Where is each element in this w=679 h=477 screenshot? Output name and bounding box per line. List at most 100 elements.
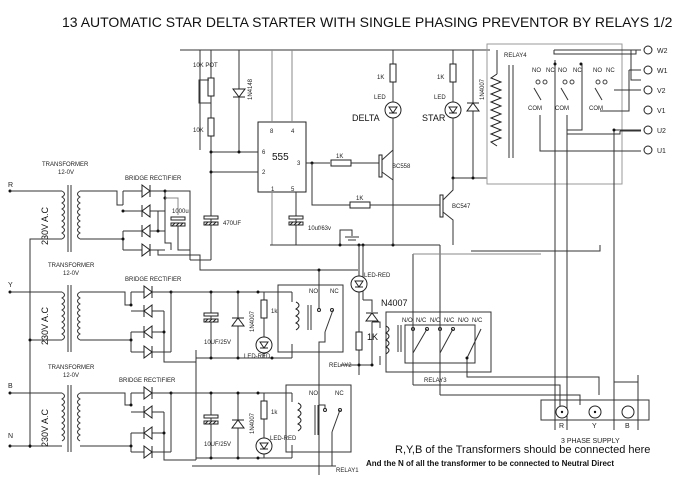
bridge-r-diode-4 [141, 243, 151, 257]
pot-label: 10K POT [193, 63, 218, 69]
relay4-com-2: COM [555, 106, 569, 112]
filter-cap-b-label: 10UF/25V [204, 442, 231, 448]
relay3-contact-no-1: N/O [402, 318, 413, 324]
bridge-b-diode-3 [143, 426, 153, 440]
motor-terminals: W2 W1 V2 V1 U2 U1 [643, 45, 668, 155]
transformer-r-rating: 12-0V [58, 170, 74, 176]
relay1-nc-label: NC [335, 391, 344, 397]
relay4-no-2: NO [558, 68, 567, 74]
three-phase-supply: R Y B 3 PHASE SUPPLY [540, 375, 650, 445]
transformer-y-label: TRANSFORMER [48, 263, 95, 269]
star-led-label: LED [434, 95, 446, 101]
ic-pin-1: 1 [271, 187, 275, 193]
delta-label: DELTA [352, 113, 380, 123]
led-b-label: LED-RED [270, 436, 297, 442]
relay1-label: RELAY1 [336, 468, 359, 474]
relay2-no-label: NO [309, 289, 318, 295]
primary-y-label: 230V A.C [40, 306, 50, 345]
base-resistor-2 [349, 201, 371, 209]
timer-diode-label: 1N4148 [248, 78, 254, 100]
relay4-contact-group-1: NO NC COM [528, 68, 555, 112]
led-resistor-y-label: 1k [271, 309, 278, 315]
relay3-contact-nc-3: N/C [472, 318, 483, 324]
primary-b-label: 230V A.C [40, 408, 50, 447]
relay3-led-label: LED-RED [364, 273, 391, 279]
terminal-w1-label: W1 [657, 68, 668, 75]
delta-led [384, 101, 402, 119]
bridge-r-diode-1 [141, 184, 151, 198]
transformer-b-rating: 12-0V [63, 373, 79, 379]
led-resistor-b [260, 400, 268, 420]
note-line-1: R,Y,B of the Transformers should be conn… [395, 444, 650, 456]
terminal-v2-label: V2 [657, 88, 666, 95]
supply-terminal-r-label: R [559, 423, 564, 430]
relay3-contact-nc-1: N/C [416, 318, 427, 324]
rectifier-y-label: BRIDGE RECTIFIER [125, 277, 182, 283]
bridge-y-diode-4 [143, 345, 153, 359]
base-res-2-label: 1K [356, 196, 363, 202]
relay4-com-1: COM [528, 106, 542, 112]
ic-555 [257, 121, 307, 193]
relay4-contact-group-2: NO NC COM [555, 68, 582, 112]
relay3-label: RELAY3 [424, 378, 447, 384]
relay1-coil [297, 402, 302, 432]
ic-pin-3: 3 [297, 161, 301, 167]
star-res-label: 1K [437, 75, 444, 81]
timer-section: 10K POT 10K 1N4148 555 8 4 6 2 3 1 5 470… [180, 49, 490, 260]
protection-diode-y-label: 1N4007 [250, 310, 256, 332]
primary-r-label: 230V A.C [40, 206, 50, 245]
supply-terminal-b[interactable] [621, 405, 635, 419]
terminal-u2[interactable] [643, 125, 653, 135]
protection-diode-b-label: 1N4007 [250, 412, 256, 434]
bridge-b-diode-2 [143, 405, 153, 419]
led-resistor-b-label: 1k [271, 410, 278, 416]
terminal-w1[interactable] [643, 65, 653, 75]
phase-b-supply: B N TRANSFORMER 12-0V 230V A.C BRIDGE RE… [8, 350, 359, 474]
input-b-label: B [8, 383, 13, 390]
transformer-b-label: TRANSFORMER [48, 365, 95, 371]
ic-pin-2: 2 [262, 170, 266, 176]
filter-cap-r-label: 1000u [172, 209, 189, 215]
filter-cap-y-label: 10UF/25V [204, 340, 231, 346]
terminal-w2-label: W2 [657, 48, 668, 55]
terminal-v1[interactable] [643, 105, 653, 115]
input-r-label: R [8, 182, 13, 189]
bridge-y-diode-2 [143, 304, 153, 318]
relay4-label: RELAY4 [504, 53, 527, 59]
terminal-v2[interactable] [643, 85, 653, 95]
rectifier-r-label: BRIDGE RECTIFIER [125, 176, 182, 182]
rectifier-b-label: BRIDGE RECTIFIER [119, 378, 176, 384]
relay4-no-3: NO [593, 68, 602, 74]
terminal-w2[interactable] [643, 45, 653, 55]
indicator-section: 1K LED DELTA BC558 1K LED STAR 1N4007 BC… [352, 50, 487, 245]
phase-y-supply: Y TRANSFORMER 12-0V 230V A.C BRIDGE RECT… [8, 263, 352, 475]
led-resistor-y [260, 299, 268, 319]
star-led [444, 101, 462, 119]
delta-res-label: 1K [377, 75, 384, 81]
bridge-r-diode-2 [141, 204, 151, 218]
relay4-contact-group-3: NO NC COM [589, 68, 615, 112]
ic-pin-4: 4 [291, 129, 295, 135]
relay2-nc-label: NC [330, 289, 339, 295]
ic-555-label: 555 [272, 152, 289, 163]
input-y-label: Y [8, 282, 13, 289]
transistor-bc547-label: BC547 [452, 204, 471, 210]
supply-box [540, 399, 650, 421]
relay3-diode [365, 312, 379, 322]
relay3-diode-label: N4007 [381, 298, 408, 308]
terminal-u2-label: U2 [657, 128, 666, 135]
terminal-u1-label: U1 [657, 148, 666, 155]
ic-pin-5: 5 [291, 187, 295, 193]
bridge-y-diode-1 [143, 285, 153, 299]
protection-diode-b [231, 419, 245, 429]
relay2-coil [295, 301, 300, 331]
delta-led-label: LED [374, 95, 386, 101]
relay3-res-label: 1K [367, 332, 378, 342]
transformer-y-rating: 12-0V [63, 271, 79, 277]
filter-cap-r [170, 216, 186, 227]
terminal-u1[interactable] [643, 145, 653, 155]
relay4-com-3: COM [589, 106, 603, 112]
pot-resistor [207, 77, 215, 97]
relay3-contact-no-3: N/O [458, 318, 469, 324]
transistor-bc558-label: BC558 [392, 164, 411, 170]
